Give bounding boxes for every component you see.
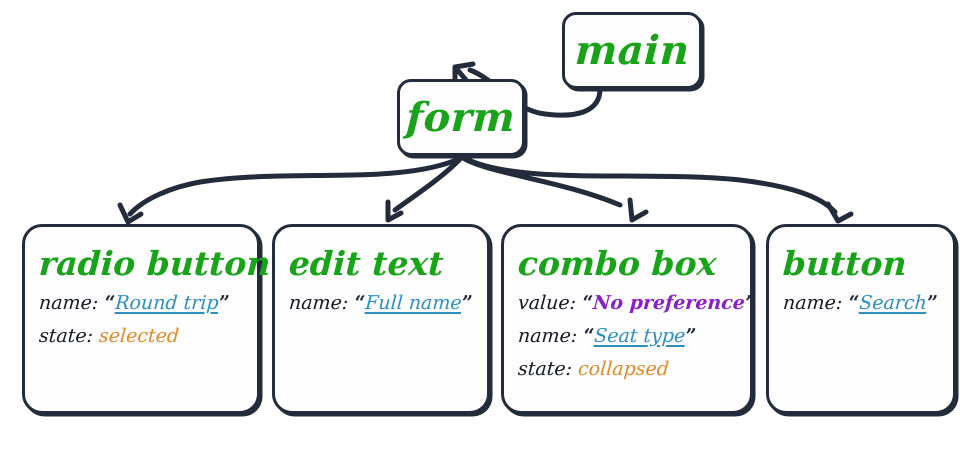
prop-name: name: “Search”: [782, 292, 953, 314]
edge-form-to-combo-box: [460, 155, 649, 223]
node-edit-text[interactable]: edit text name: “Full name”: [272, 224, 490, 414]
node-radio-button-props: name: “Round trip” state: selected: [25, 292, 257, 347]
prop-name-key: name:: [517, 325, 579, 347]
prop-name-value: Round trip: [114, 292, 220, 314]
prop-name-value: Full name: [364, 292, 463, 314]
node-button-title: button: [781, 244, 908, 283]
node-edit-text-props: name: “Full name”: [275, 292, 487, 314]
prop-value-key: value:: [517, 292, 577, 314]
prop-name: name: “Round trip”: [38, 292, 257, 314]
prop-name-key: name:: [288, 292, 350, 314]
prop-name-value: Seat type: [593, 325, 687, 347]
quote-close: ”: [217, 292, 231, 314]
node-radio-button-title: radio button: [37, 244, 272, 283]
quote-close: ”: [460, 292, 474, 314]
node-form[interactable]: form: [397, 79, 525, 156]
prop-name-key: name:: [782, 292, 844, 314]
prop-state: state: selected: [38, 325, 257, 347]
node-form-title: form: [405, 93, 517, 141]
prop-name: name: “Full name”: [288, 292, 487, 314]
edge-form-to-edit-text: [385, 155, 464, 223]
prop-state: state: collapsed: [517, 358, 750, 380]
node-edit-text-title: edit text: [287, 244, 445, 283]
node-combo-box-props: value: “No preference” name: “Seat type”…: [504, 292, 756, 380]
prop-value-value: No preference: [592, 292, 746, 314]
prop-value: value: “No preference”: [517, 292, 756, 314]
prop-state-key: state:: [38, 325, 94, 347]
prop-name-key: name:: [38, 292, 100, 314]
node-combo-box[interactable]: combo box value: “No preference” name: “…: [501, 224, 757, 414]
prop-name-value: Search: [858, 292, 928, 314]
edge-form-to-radio-button: [117, 155, 464, 225]
prop-state-value: selected: [98, 325, 180, 347]
node-main[interactable]: main: [562, 12, 702, 89]
node-main-title: main: [573, 26, 691, 74]
edge-form-to-button: [461, 155, 854, 224]
node-combo-box-title: combo box: [516, 244, 718, 283]
prop-name: name: “Seat type”: [517, 325, 750, 347]
quote-close: ”: [926, 292, 939, 314]
node-radio-button[interactable]: radio button name: “Round trip” state: s…: [22, 224, 272, 414]
prop-state-key: state:: [517, 358, 573, 380]
quote-close: ”: [744, 292, 757, 314]
prop-state-value: collapsed: [577, 358, 670, 380]
quote-close: ”: [684, 325, 698, 347]
node-button[interactable]: button name: “Search”: [766, 224, 956, 414]
node-button-props: name: “Search”: [769, 292, 953, 314]
